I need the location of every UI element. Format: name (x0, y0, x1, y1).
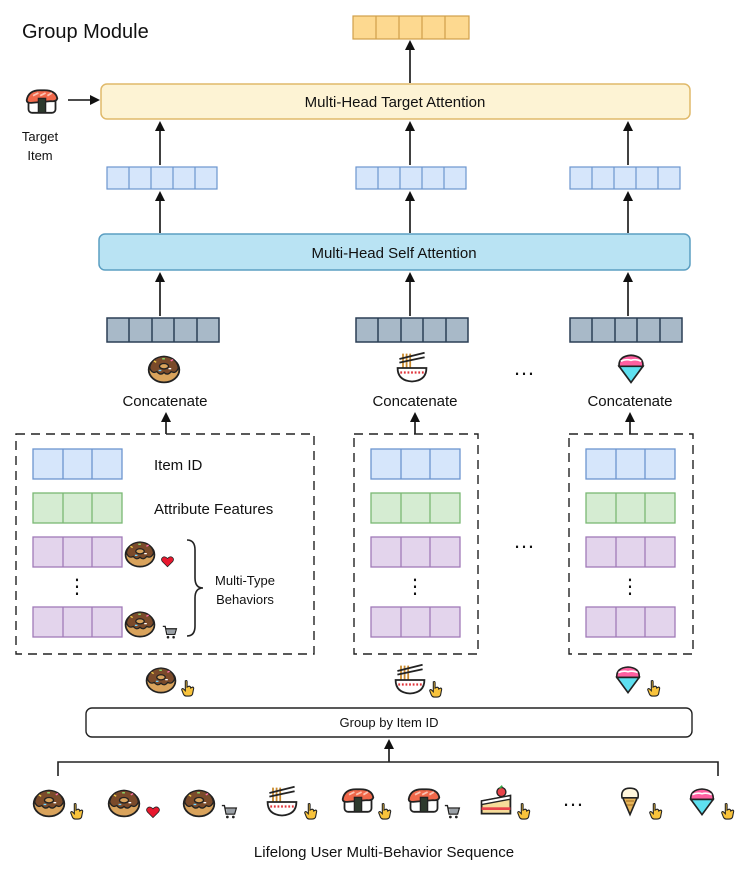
target-attention-box (100, 83, 691, 120)
sequence-item (341, 788, 392, 820)
ramen-icon (396, 351, 428, 383)
multi-type-behaviors-line2: Behaviors (216, 592, 274, 607)
diagram-title: Group Module (22, 21, 149, 43)
click-hand-icon (70, 802, 84, 820)
blue-vector (569, 166, 681, 190)
donut-icon (145, 667, 177, 694)
shaved-ice-icon (689, 788, 715, 816)
click-hand-icon (429, 680, 443, 698)
behaviors-brace (186, 539, 204, 637)
donut-icon (107, 789, 141, 818)
output-vector (352, 15, 470, 40)
group-box-detailed (15, 433, 315, 655)
groups-ellipsis: … (513, 528, 535, 553)
sushi-icon (407, 788, 441, 813)
cart-icon (221, 804, 237, 820)
group-box (568, 433, 694, 655)
multi-type-behaviors-line1: Multi-Type (215, 573, 275, 588)
sushi-icon (25, 89, 59, 114)
behavior-vertical-ellipsis: ⋮ (67, 576, 87, 598)
concatenate-label: Concatenate (587, 393, 672, 410)
cart-icon (444, 804, 460, 820)
click-hand-icon (181, 679, 195, 697)
dark-vector (355, 317, 469, 343)
group-by-box (85, 707, 693, 738)
shaved-ice-icon (618, 354, 644, 384)
sequence-item (407, 788, 460, 820)
item-id-vector (585, 448, 676, 480)
blue-vector (355, 166, 467, 190)
item-id-label: Item ID (154, 457, 203, 474)
attribute-features-vector (585, 492, 676, 524)
donut-icon (182, 789, 216, 818)
columns-ellipsis: … (513, 355, 535, 380)
item-id-vector (32, 448, 123, 480)
behavior-vector (585, 536, 676, 568)
behavior-vector (370, 606, 461, 638)
donut-icon (124, 611, 156, 638)
item-id-vector (370, 448, 461, 480)
donut-icon (147, 355, 181, 384)
self-attention-label: Multi-Head Self Attention (311, 245, 476, 262)
attribute-features-vector (32, 492, 123, 524)
shaved-ice-icon (615, 666, 641, 694)
target-item-label-line1: Target (22, 129, 59, 144)
target-item-label-line2: Item (27, 148, 52, 163)
donut-icon (124, 541, 156, 568)
attribute-features-vector (370, 492, 461, 524)
self-attention-box (98, 233, 691, 271)
ice-cream-icon (620, 787, 640, 816)
click-hand-icon (647, 679, 661, 697)
click-hand-icon (649, 802, 663, 820)
click-hand-icon (304, 802, 318, 820)
ramen-icon (394, 663, 426, 695)
behavior-vertical-ellipsis: ⋮ (405, 576, 425, 598)
sequence-bracket (57, 761, 719, 776)
group-by-label: Group by Item ID (340, 715, 439, 730)
sequence-label: Lifelong User Multi-Behavior Sequence (254, 844, 514, 861)
donut-icon (32, 789, 66, 818)
sequence-item (32, 789, 84, 820)
sequence-item (689, 788, 735, 820)
cake-icon (480, 784, 512, 815)
click-hand-icon (517, 802, 531, 820)
dark-vector (569, 317, 683, 343)
dark-vector (106, 317, 220, 343)
behavior-vector (585, 606, 676, 638)
group-box (353, 433, 479, 655)
click-hand-icon (378, 802, 392, 820)
behavior-vector (32, 536, 123, 568)
blue-vector (106, 166, 218, 190)
sequence-item (480, 784, 531, 820)
attribute-features-label: Attribute Features (154, 501, 273, 518)
cart-icon (162, 625, 178, 640)
concatenate-label: Concatenate (372, 393, 457, 410)
sequence-item (182, 789, 237, 820)
sequence-item (266, 785, 318, 820)
sushi-icon (341, 788, 375, 813)
target-attention-label: Multi-Head Target Attention (305, 94, 486, 111)
concatenate-label: Concatenate (122, 393, 207, 410)
click-hand-icon (721, 802, 735, 820)
heart-icon (161, 556, 174, 568)
sequence-item (620, 787, 663, 820)
behavior-vector (32, 606, 123, 638)
sequence-item (107, 789, 160, 818)
behavior-vertical-ellipsis: ⋮ (620, 576, 640, 598)
sequence-ellipsis: … (562, 786, 584, 811)
heart-icon (146, 806, 160, 818)
behavior-vector (370, 536, 461, 568)
ramen-icon (266, 785, 298, 817)
